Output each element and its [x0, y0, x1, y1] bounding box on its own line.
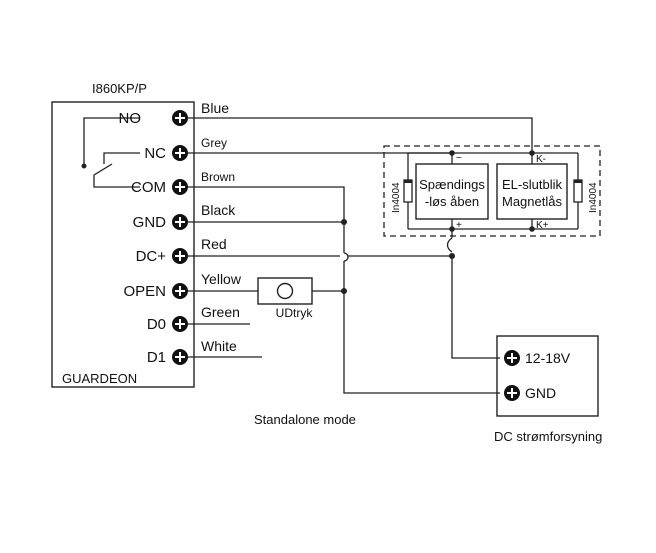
power-supply-box [496, 335, 599, 417]
lock-enclosure [383, 145, 601, 237]
pin-no-label: NO [119, 110, 142, 127]
diode-left-body [403, 179, 413, 203]
psu-voltage-label: 12-18V [525, 350, 571, 366]
wire-blue [188, 117, 533, 153]
button-label: UDtryk [276, 306, 314, 320]
terminal-no [172, 110, 188, 126]
k-minus-label: K- [536, 154, 546, 165]
electric-strike-box [496, 163, 568, 220]
pin-com-label: COM [131, 179, 166, 196]
diode-left-band [404, 180, 412, 183]
pin-d1-label: D1 [147, 349, 166, 366]
wire-plus-hop [446, 237, 453, 253]
wire-brown-hop [343, 252, 349, 262]
wire-black-label: Black [201, 202, 236, 218]
psu-gnd-label: GND [525, 385, 556, 401]
wire-brown-label: Brown [201, 170, 235, 184]
controller-box [51, 101, 195, 388]
fail-open-line2: -løs åben [425, 194, 479, 209]
wire-blue-label: Blue [201, 100, 229, 116]
fail-open-line1: Spændings [419, 177, 485, 192]
controller-brand: GUARDEON [62, 371, 137, 386]
node-k-plus [529, 226, 535, 232]
strike-line1: EL-slutblik [502, 177, 562, 192]
wire-brown-a [188, 186, 345, 253]
controller-model: I860KP/P [92, 81, 147, 96]
pin-d0-label: D0 [147, 316, 166, 333]
diode-right-band [574, 180, 582, 183]
wire-red-label: Red [201, 236, 227, 252]
relay-pivot [81, 163, 87, 169]
wire-white-label: White [201, 338, 237, 354]
relay-no-line [83, 117, 140, 166]
diode-right-body [573, 179, 583, 203]
terminal-gnd [172, 214, 188, 230]
plus-label: + [456, 220, 462, 231]
strike-line2: Magnetlås [502, 194, 562, 209]
wire-brown-b [343, 261, 500, 394]
relay-nc-line [103, 152, 140, 164]
fail-open-lock-box [415, 163, 489, 220]
mode-caption: Standalone mode [254, 412, 356, 427]
wire-grey-label: Grey [201, 136, 227, 150]
node-plus [449, 226, 455, 232]
node-yellow [341, 288, 347, 294]
relay-com-line [93, 163, 140, 188]
terminal-dcplus [172, 248, 188, 264]
pin-nc-label: NC [144, 145, 166, 162]
terminal-d0 [172, 316, 188, 332]
pin-gnd-label: GND [133, 214, 167, 231]
k-plus-label: K+ [536, 220, 549, 231]
diode-right-label: In4004 [588, 182, 599, 213]
pin-dcplus-label: DC+ [136, 248, 167, 265]
wire-yellow-label: Yellow [201, 271, 242, 287]
node-black [341, 219, 347, 225]
wire-green-label: Green [201, 304, 240, 320]
terminal-com [172, 179, 188, 195]
terminal-nc [172, 145, 188, 161]
push-button-icon [276, 282, 294, 300]
pin-open-label: OPEN [123, 283, 166, 300]
terminal-open [172, 283, 188, 299]
psu-gnd-terminal [504, 385, 520, 401]
psu-caption: DC strømforsyning [494, 429, 602, 444]
psu-plus-terminal [504, 350, 520, 366]
diode-left-label: In4004 [391, 182, 402, 213]
wire-red-c [451, 256, 500, 359]
minus-label: − [456, 153, 462, 164]
terminal-d1 [172, 349, 188, 365]
